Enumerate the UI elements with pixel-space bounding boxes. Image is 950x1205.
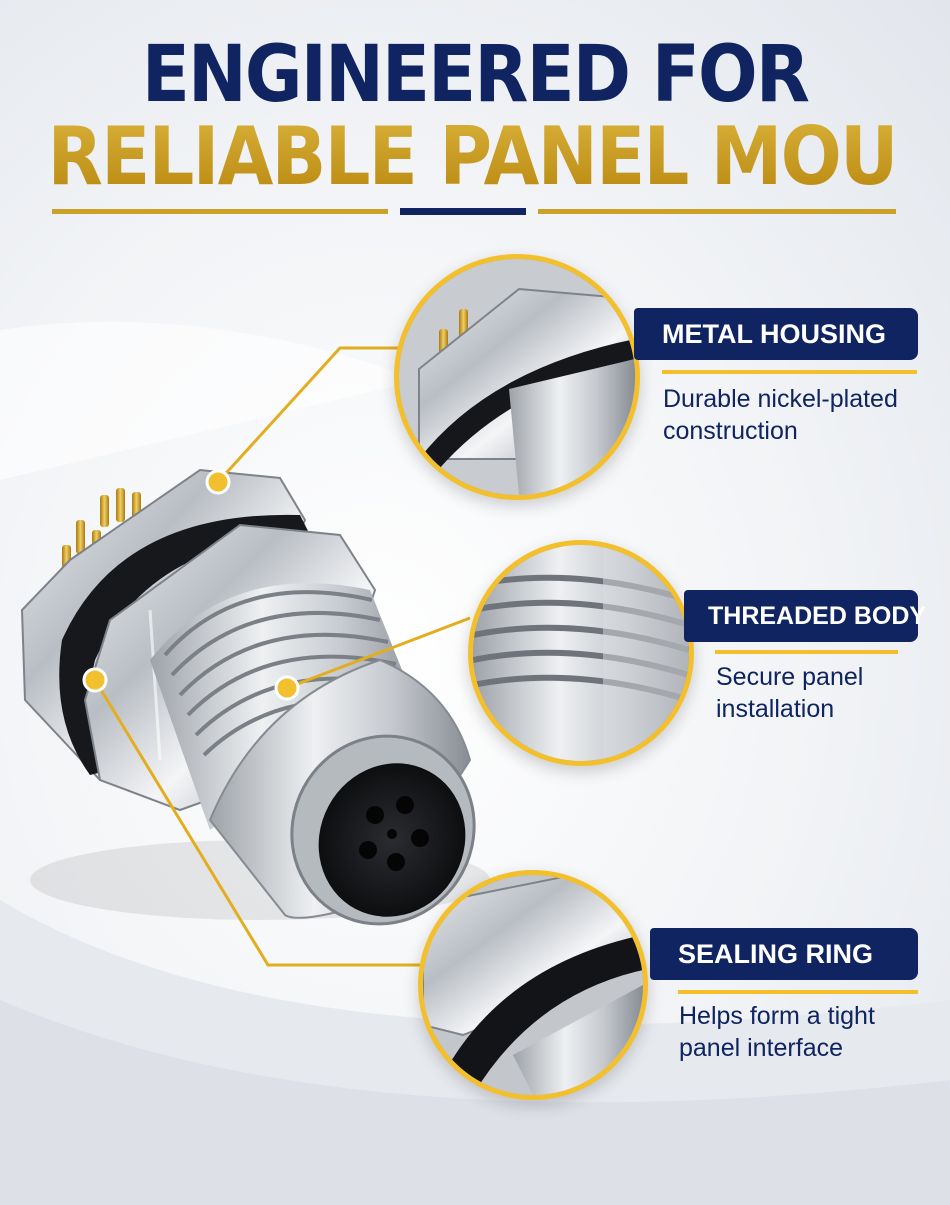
- metal-housing-closeup-art: [399, 259, 635, 495]
- threaded-body-badge: THREADED BODY: [684, 590, 926, 642]
- headline-line-2: RELIABLE PANEL MOUNTING: [47, 110, 950, 203]
- threaded-body-desc-line-2: installation: [716, 695, 835, 723]
- sealing-ring-desc-line-1: Helps form a tight: [679, 1002, 875, 1030]
- metal-housing-closeup-icon: [394, 254, 640, 500]
- leader-lines: [93, 346, 471, 967]
- sealing-ring-closeup-art: [423, 875, 643, 1095]
- sealing-ring-badge: SEALING RING: [650, 928, 918, 980]
- sealing-ring-underline: [678, 990, 918, 994]
- headline-rule-center: [400, 208, 526, 215]
- sealing-ring-closeup-icon: [418, 870, 648, 1100]
- socket-holes: [359, 796, 429, 871]
- leader-dots: [82, 469, 300, 701]
- socket-insert: [318, 763, 466, 917]
- headline-line-1: ENGINEERED FOR: [141, 30, 810, 120]
- threaded-body-description: Secure panel installation: [716, 661, 863, 725]
- headline-rule-right: [538, 209, 896, 214]
- metal-housing-description: Durable nickel-plated construction: [663, 383, 898, 447]
- headline-rule-left: [52, 209, 388, 214]
- threaded-body-desc-line-1: Secure panel: [716, 663, 864, 691]
- threaded-body-closeup-icon: [468, 540, 694, 766]
- threaded-body-underline: [715, 650, 898, 654]
- metal-housing-underline: [662, 370, 917, 374]
- sealing-ring-description: Helps form a tight panel interface: [679, 1000, 875, 1064]
- metal-housing-desc-line-2: construction: [663, 417, 798, 445]
- o-ring: [59, 514, 310, 775]
- threaded-body-closeup-art: [473, 545, 689, 761]
- metal-housing-badge: METAL HOUSING: [634, 308, 918, 360]
- metal-housing-desc-line-1: Durable nickel-plated: [663, 385, 898, 413]
- sealing-ring-desc-line-2: panel interface: [679, 1034, 844, 1062]
